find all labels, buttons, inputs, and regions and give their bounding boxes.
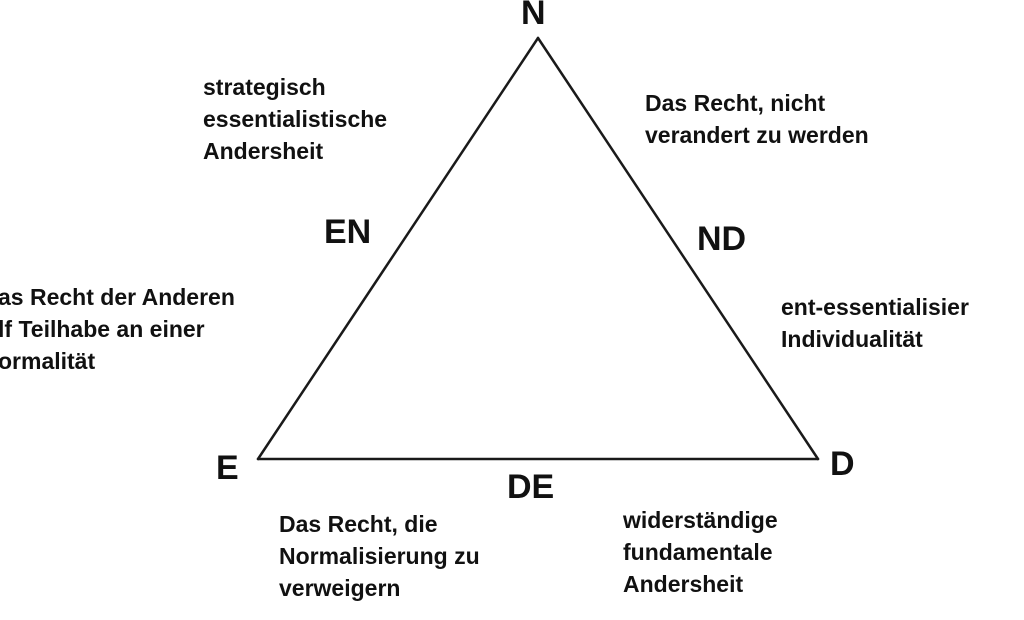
- note-left-line-3: ormalität: [0, 348, 96, 374]
- edge-label-nd: ND: [697, 220, 747, 258]
- note-top-left-line-1: strategisch: [203, 74, 326, 100]
- edge-label-de: DE: [507, 468, 555, 506]
- note-top-left-line-2: essentialistische: [203, 106, 388, 132]
- edge-line-nd: [536, 36, 820, 461]
- note-bottom-right-line-3: Andersheit: [623, 571, 744, 597]
- note-right-line-2: Individualität: [781, 326, 923, 352]
- note-bottom-right-line-2: fundamentale: [623, 539, 773, 565]
- note-bottom-right: widerständige fundamentale Andersheit: [623, 504, 778, 600]
- note-left-line-1: as Recht der Anderen: [0, 284, 235, 310]
- note-bottom-right-line-1: widerständige: [623, 507, 778, 533]
- note-top-right: Das Recht, nicht verandert zu werden: [645, 87, 869, 151]
- note-bottom-left-line-1: Das Recht, die: [279, 511, 438, 537]
- note-top-right-line-1: Das Recht, nicht: [645, 90, 826, 116]
- note-bottom-left: Das Recht, die Normalisierung zu verweig…: [279, 508, 480, 604]
- note-top-right-line-2: verandert zu werden: [645, 122, 869, 148]
- vertex-label-e: E: [216, 449, 239, 487]
- note-left-line-2: lf Teilhabe an einer: [0, 316, 205, 342]
- note-left: as Recht der Anderen lf Teilhabe an eine…: [0, 281, 235, 377]
- note-right: ent-essentialisier Individualität: [781, 291, 969, 355]
- note-bottom-left-line-2: Normalisierung zu: [279, 543, 480, 569]
- note-bottom-left-line-3: verweigern: [279, 575, 401, 601]
- note-top-left-line-3: Andersheit: [203, 138, 324, 164]
- note-top-left: strategisch essentialistische Andersheit: [203, 71, 387, 167]
- edge-line-en: [256, 36, 540, 461]
- vertex-label-d: D: [830, 445, 855, 483]
- edge-label-en: EN: [324, 213, 372, 251]
- note-right-line-1: ent-essentialisier: [781, 294, 969, 320]
- vertex-label-n: N: [521, 0, 546, 32]
